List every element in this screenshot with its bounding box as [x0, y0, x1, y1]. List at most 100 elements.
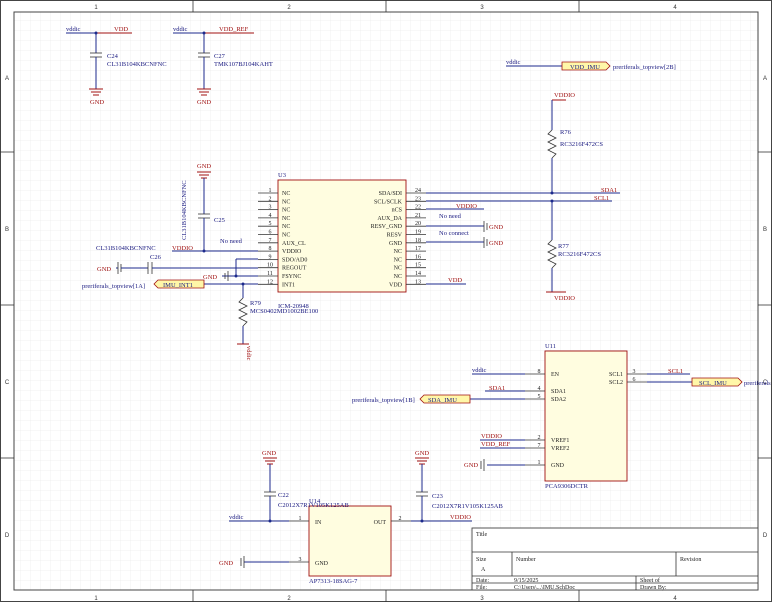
- svg-text:2: 2: [538, 435, 541, 441]
- svg-text:GND: GND: [464, 462, 478, 469]
- svg-text:No connect: No connect: [439, 230, 469, 237]
- svg-text:VREF2: VREF2: [551, 446, 569, 452]
- svg-text:8: 8: [269, 246, 272, 252]
- svg-text:4: 4: [538, 386, 541, 392]
- svg-text:SCL1: SCL1: [609, 372, 623, 378]
- svg-text:VDDIO: VDDIO: [172, 245, 193, 252]
- svg-text:NC: NC: [282, 191, 290, 197]
- svg-text:C2012X7R1V105K125AB: C2012X7R1V105K125AB: [278, 502, 349, 509]
- u14-pin-1: 1IN: [289, 516, 322, 526]
- svg-text:13: 13: [415, 279, 421, 285]
- svg-text:FSYNC: FSYNC: [282, 274, 301, 280]
- svg-text:7: 7: [538, 443, 541, 449]
- svg-text:GND: GND: [97, 266, 111, 273]
- svg-text:GND: GND: [489, 240, 503, 247]
- svg-text:REGOUT: REGOUT: [282, 266, 307, 272]
- svg-text:Date:: Date:: [476, 578, 489, 584]
- grid-background: [14, 12, 758, 590]
- scl-imu-port[interactable]: SCL_IMU preriferals: [691, 377, 771, 387]
- svg-text:12: 12: [267, 279, 273, 285]
- col-label: 1: [94, 596, 98, 602]
- row-label: D: [5, 533, 10, 539]
- svg-text:23: 23: [415, 196, 421, 202]
- r76-resistor[interactable]: VDDIO R76 RC3216F472CS: [547, 92, 603, 193]
- svg-text:17: 17: [415, 246, 421, 252]
- sda-imu-port[interactable]: preriferals_topview[1B] SDA_IMU: [352, 394, 471, 404]
- svg-text:NC: NC: [282, 208, 290, 214]
- col-label: 3: [480, 596, 484, 602]
- r79-resistor[interactable]: R79 MCS0402MD1002BE100 vddic: [237, 284, 318, 361]
- svg-text:VREF1: VREF1: [551, 438, 569, 444]
- svg-text:C25: C25: [214, 217, 225, 224]
- svg-text:AUX_DA: AUX_DA: [377, 216, 402, 222]
- svg-text:AUX_CL: AUX_CL: [282, 241, 306, 247]
- title-label: Title: [476, 532, 487, 538]
- svg-text:RC3216F472CS: RC3216F472CS: [560, 141, 603, 148]
- svg-text:C24: C24: [107, 53, 119, 60]
- svg-text:3: 3: [269, 205, 272, 211]
- svg-text:NC: NC: [394, 274, 402, 280]
- svg-text:AP7313-18SAG-7: AP7313-18SAG-7: [309, 578, 358, 585]
- svg-text:GND: GND: [315, 561, 329, 567]
- svg-text:File:: File:: [476, 585, 487, 591]
- svg-text:VDDIO: VDDIO: [481, 433, 502, 440]
- svg-text:vddic: vddic: [229, 514, 244, 521]
- svg-text:1: 1: [269, 188, 272, 194]
- svg-text:GND: GND: [203, 274, 217, 281]
- svg-text:SCL2: SCL2: [609, 380, 623, 386]
- svg-text:C22: C22: [278, 492, 289, 499]
- svg-text:C:\Users\...\IMU.SchDoc: C:\Users\...\IMU.SchDoc: [514, 585, 575, 591]
- svg-text:OUT: OUT: [374, 520, 387, 526]
- svg-text:16: 16: [415, 254, 421, 260]
- svg-text:NC: NC: [282, 233, 290, 239]
- svg-text:RC3216F472CS: RC3216F472CS: [558, 251, 601, 258]
- row-label: C: [5, 380, 10, 386]
- r77-resistor[interactable]: R77 RC3216F472CS VDDIO: [546, 201, 601, 302]
- u14-nets: vddic GND C22 C2012X7R1V105K125AB VDDIO …: [219, 450, 503, 568]
- svg-text:CL31B104KBCNFNC: CL31B104KBCNFNC: [107, 61, 167, 68]
- svg-text:MCS0402MD1002BE100: MCS0402MD1002BE100: [250, 308, 318, 315]
- svg-text:SDA1: SDA1: [551, 389, 566, 395]
- imu-int1-port[interactable]: preriferals_topview[1A] IMU_INT1: [82, 279, 205, 290]
- svg-text:PCA9306DCTR: PCA9306DCTR: [545, 483, 589, 490]
- svg-text:preriferals: preriferals: [744, 380, 771, 387]
- row-label: B: [763, 227, 767, 233]
- svg-text:4: 4: [269, 213, 272, 219]
- svg-text:SDA1: SDA1: [489, 385, 505, 392]
- svg-text:Revision: Revision: [680, 557, 701, 563]
- svg-text:TMK107BJ104KAHT: TMK107BJ104KAHT: [214, 61, 273, 68]
- col-label: 4: [673, 596, 677, 602]
- svg-text:GND: GND: [389, 241, 403, 247]
- svg-text:Number: Number: [516, 557, 536, 563]
- gnd-icon: [197, 88, 211, 96]
- svg-text:GND: GND: [197, 99, 211, 106]
- svg-text:GND: GND: [551, 463, 565, 469]
- svg-text:SCL_IMU: SCL_IMU: [699, 380, 727, 387]
- c27-block[interactable]: vddic VDD_REF C27 TMK107BJ104KAHT GND: [173, 26, 273, 106]
- col-label: 2: [287, 596, 291, 602]
- svg-text:8: 8: [538, 369, 541, 375]
- svg-text:SCL/SCLK: SCL/SCLK: [374, 199, 403, 205]
- vdd-imu-port[interactable]: vddic VDD_IMU preriferals_topview[2B]: [506, 59, 676, 71]
- svg-text:5: 5: [538, 394, 541, 400]
- svg-text:9: 9: [269, 254, 272, 260]
- c24-block[interactable]: vddic VDD C24 CL31B104KBCNFNC GND: [66, 26, 167, 106]
